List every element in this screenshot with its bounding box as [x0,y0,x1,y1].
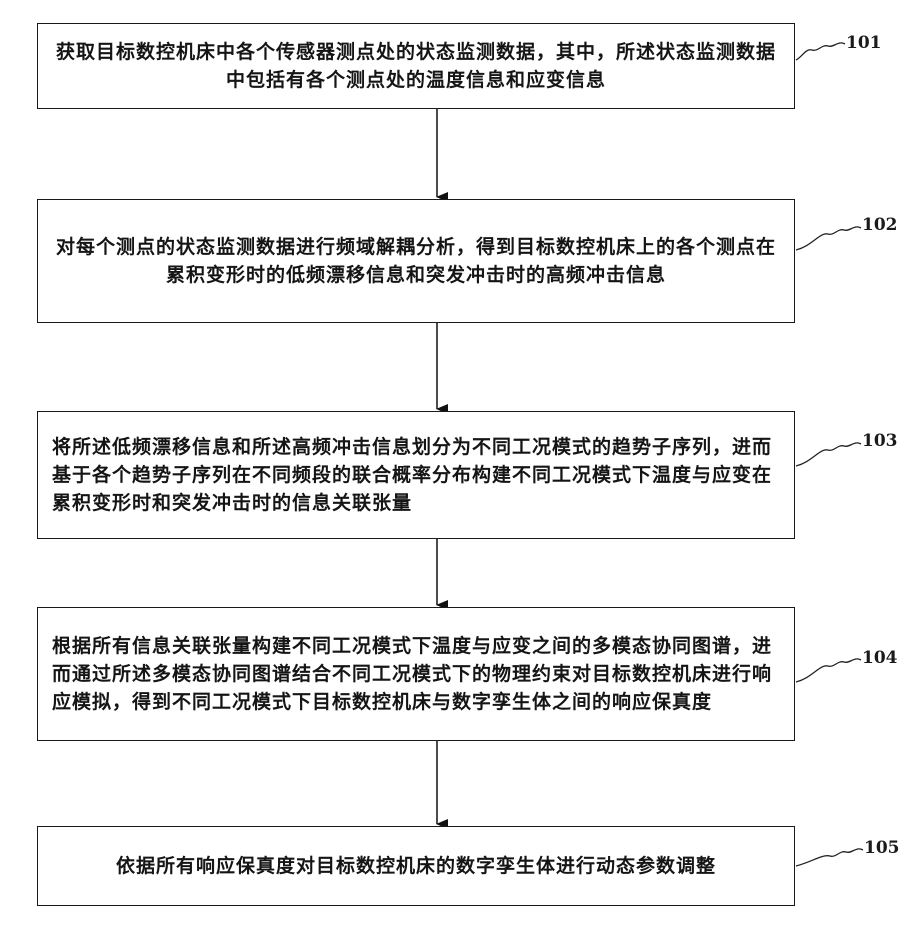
step-box-104: 根据所有信息关联张量构建不同工况模式下温度与应变之间的多模态协同图谱，进而通过所… [37,607,795,741]
step-box-105: 依据所有响应保真度对目标数控机床的数字孪生体进行动态参数调整 [37,826,795,906]
step-text-101: 获取目标数控机床中各个传感器测点处的状态监测数据，其中，所述状态监测数据中包括有… [52,38,780,94]
step-label-104: 104 [862,648,898,668]
step-text-102: 对每个测点的状态监测数据进行频域解耦分析，得到目标数控机床上的各个测点在累积变形… [52,233,780,289]
leader-104 [796,659,861,682]
step-label-102: 102 [862,215,898,235]
leader-102 [796,227,861,250]
step-label-105: 105 [864,838,900,858]
step-label-103: 103 [862,431,898,451]
step-label-101: 101 [846,33,882,53]
step-text-105: 依据所有响应保真度对目标数控机床的数字孪生体进行动态参数调整 [116,852,716,880]
step-text-104: 根据所有信息关联张量构建不同工况模式下温度与应变之间的多模态协同图谱，进而通过所… [52,632,780,716]
step-box-102: 对每个测点的状态监测数据进行频域解耦分析，得到目标数控机床上的各个测点在累积变形… [37,199,795,323]
leader-103 [796,443,861,466]
step-box-103: 将所述低频漂移信息和所述高频冲击信息划分为不同工况模式的趋势子序列，进而基于各个… [37,411,795,539]
step-box-101: 获取目标数控机床中各个传感器测点处的状态监测数据，其中，所述状态监测数据中包括有… [37,23,795,109]
step-text-103: 将所述低频漂移信息和所述高频冲击信息划分为不同工况模式的趋势子序列，进而基于各个… [52,433,780,517]
leader-101 [796,43,845,60]
leader-105 [796,849,863,866]
